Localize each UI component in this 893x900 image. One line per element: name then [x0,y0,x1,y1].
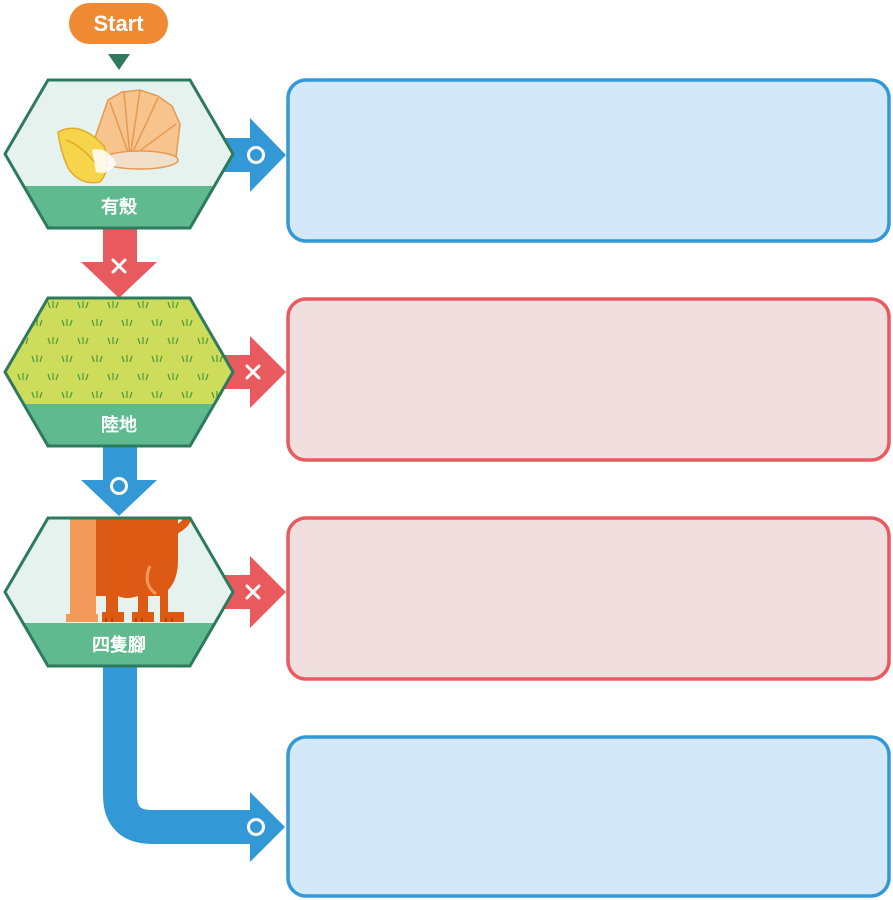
answer-box-yes-4[interactable] [286,735,891,898]
grass-tuft [211,355,223,363]
no-arrowhead [250,556,286,628]
grass-tuft [61,355,73,363]
dog-legs-icon [66,518,191,622]
decision-node-four-legs: 四隻腳 [3,516,235,668]
yes-circle-mark [247,818,265,836]
yes-arrowhead [81,480,157,516]
grass-tuft [61,391,73,399]
grass-tuft [121,319,133,327]
grass-tuft [137,373,149,381]
grass-tuft [121,355,133,363]
arrow-node2-no [222,336,286,408]
grass-tuft [17,373,29,381]
grass-tuft [47,301,59,309]
grass-tuft [107,373,119,381]
yes-circle-mark [110,477,128,495]
start-node: Start [69,3,168,70]
node-border [3,516,235,668]
answer-box-frame [286,516,891,681]
start-pill [69,3,168,44]
grass-tuft [31,355,43,363]
node-border [3,78,235,230]
node-label: 有殼 [101,196,138,218]
grass-tuft [17,301,29,309]
grass-tuft [121,391,133,399]
start-pointer-icon [108,54,130,70]
grass-tuft [107,301,119,309]
grass-tuft [181,355,193,363]
connector-node3-yes [103,664,285,862]
decision-node-shell: 有殼 [3,78,235,230]
yes-arrow-shaft [103,444,137,482]
grass-tuft [107,337,119,345]
grass-tuft [151,355,163,363]
grass-tuft [77,301,89,309]
answer-box-frame [286,78,891,243]
no-arrowhead [81,262,157,298]
yes-circle-mark [247,146,265,164]
grass-tuft [91,391,103,399]
grass-tuft [91,355,103,363]
grass-tuft [61,319,73,327]
grass-tuft [197,337,209,345]
yes-connector-path [103,664,252,844]
grass-tuft [181,391,193,399]
grass-tuft [181,319,193,327]
no-arrowhead [250,336,286,408]
no-arrow-shaft [103,226,137,264]
start-label: Start [93,11,144,36]
grass-tuft [77,337,89,345]
grass-icon [17,301,223,399]
grass-tuft [197,301,209,309]
no-cross-mark [245,584,261,600]
grass-tuft [167,301,179,309]
grass-tuft [167,373,179,381]
grass-tuft [77,373,89,381]
grass-tuft [167,337,179,345]
answer-box-yes-1[interactable] [286,78,891,243]
decision-node-land: 陸地 [3,296,235,448]
grass-tuft [197,373,209,381]
grass-tuft [47,373,59,381]
answer-box-no-2[interactable] [286,297,891,462]
grass-tuft [31,391,43,399]
node-label: 陸地 [101,414,137,436]
shell-icon [57,89,181,184]
answer-box-no-3[interactable] [286,516,891,681]
grass-tuft [137,301,149,309]
grass-tuft [151,319,163,327]
node-label: 四隻腳 [92,634,146,656]
grass-tuft [91,319,103,327]
grass-tuft [47,337,59,345]
answer-box-frame [286,735,891,898]
answer-box-frame [286,297,891,462]
no-cross-mark [245,364,261,380]
arrow-node1-no-down [81,226,157,298]
grass-tuft [151,391,163,399]
node-border [3,296,235,448]
grass-tuft [137,337,149,345]
yes-arrowhead [250,118,286,192]
yes-arrowhead [250,792,285,862]
arrow-node2-yes-down [81,444,157,516]
grass-tuft [211,319,223,327]
no-cross-mark [111,258,127,274]
